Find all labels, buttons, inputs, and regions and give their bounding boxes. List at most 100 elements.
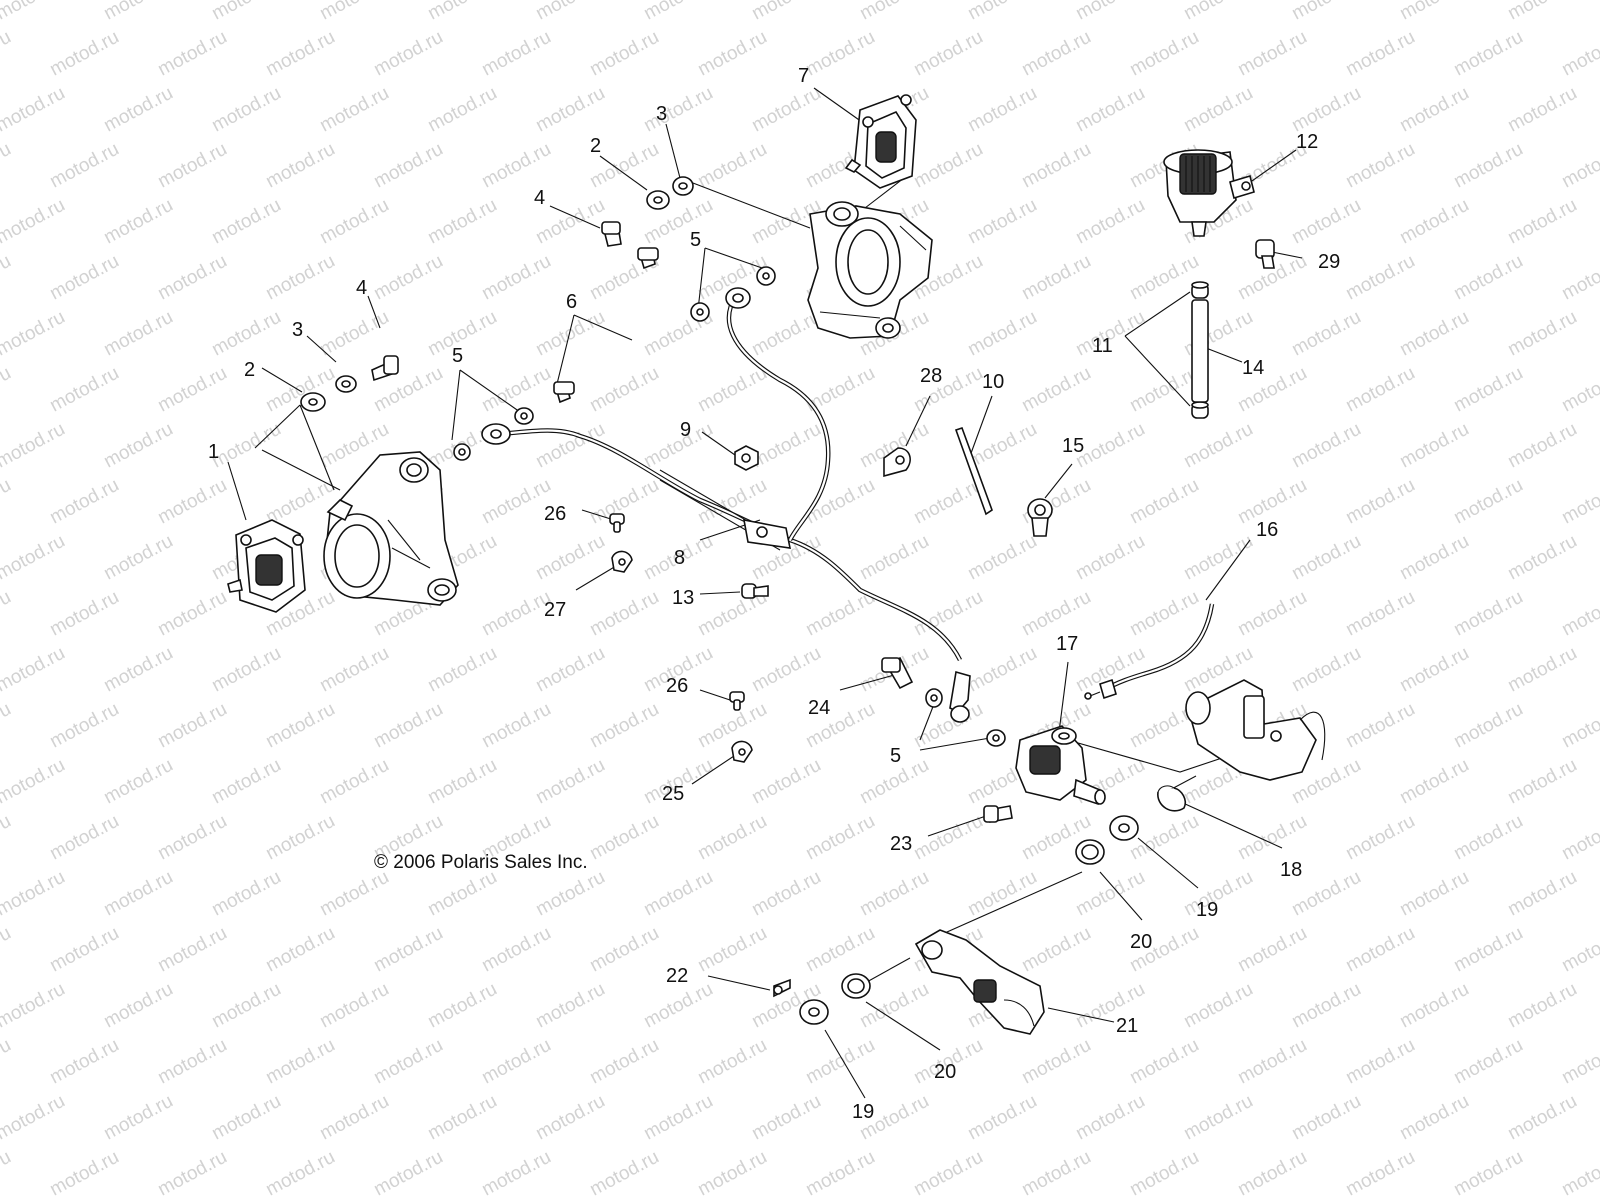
watermark-text: motod.ru: [1126, 811, 1202, 865]
watermark-text: motod.ru: [0, 139, 15, 193]
watermark-text: motod.ru: [1072, 531, 1148, 585]
callout-26a: 26: [544, 503, 566, 525]
watermark-text: motod.ru: [1072, 83, 1148, 137]
watermark-text: motod.ru: [0, 587, 15, 641]
watermark-text: motod.ru: [1018, 923, 1094, 977]
watermark-text: motod.ru: [0, 195, 69, 249]
watermark-text: motod.ru: [1450, 811, 1526, 865]
watermark-text: motod.ru: [1288, 643, 1364, 697]
watermark-text: motod.ru: [1396, 531, 1472, 585]
watermark-text: motod.ru: [478, 363, 554, 417]
watermark-text: motod.ru: [1450, 587, 1526, 641]
watermark-text: motod.ru: [154, 251, 230, 305]
watermark-text: motod.ru: [1342, 251, 1418, 305]
watermark-text: motod.ru: [370, 699, 446, 753]
watermark-text: motod.ru: [0, 1091, 69, 1145]
watermark-text: motod.ru: [694, 1147, 770, 1200]
watermark-text: motod.ru: [1126, 251, 1202, 305]
watermark-text: motod.ru: [0, 531, 69, 585]
callout-15: 15: [1062, 435, 1084, 457]
watermark-text: motod.ru: [640, 419, 716, 473]
watermark-text: motod.ru: [586, 923, 662, 977]
watermark-text: motod.ru: [640, 1091, 716, 1145]
watermark-text: motod.ru: [1018, 363, 1094, 417]
callout-13: 13: [672, 587, 694, 609]
top-washer-2: [646, 190, 670, 210]
watermark-text: motod.ru: [1342, 475, 1418, 529]
watermark-text: motod.ru: [1558, 811, 1600, 865]
watermark-text: motod.ru: [154, 139, 230, 193]
watermark-text: motod.ru: [1288, 195, 1364, 249]
watermark-text: motod.ru: [208, 419, 284, 473]
watermark-text: motod.ru: [532, 867, 608, 921]
watermark-text: motod.ru: [424, 755, 500, 809]
watermark-text: motod.ru: [532, 755, 608, 809]
callout-2b: 2: [590, 135, 601, 157]
watermark-text: motod.ru: [1558, 363, 1600, 417]
watermark-text: motod.ru: [802, 1035, 878, 1089]
watermark-text: motod.ru: [1018, 1035, 1094, 1089]
watermark-text: motod.ru: [694, 139, 770, 193]
watermark-text: motod.ru: [1288, 419, 1364, 473]
callout-7: 7: [798, 65, 809, 87]
watermark-text: motod.ru: [424, 0, 500, 24]
watermark-text: motod.ru: [1288, 1091, 1364, 1145]
watermark-text: motod.ru: [586, 811, 662, 865]
watermark-text: motod.ru: [0, 307, 69, 361]
brake-reservoir-12: [1163, 149, 1255, 237]
watermark-text: motod.ru: [694, 923, 770, 977]
watermark-text: motod.ru: [1504, 867, 1580, 921]
watermark-text: motod.ru: [802, 1147, 878, 1200]
callout-17: 17: [1056, 633, 1078, 655]
callout-2a: 2: [244, 359, 255, 381]
watermark-text: motod.ru: [1450, 1147, 1526, 1200]
watermark-text: motod.ru: [1234, 1147, 1310, 1200]
watermark-text: motod.ru: [0, 755, 69, 809]
watermark-text: motod.ru: [1342, 699, 1418, 753]
watermark-text: motod.ru: [1126, 475, 1202, 529]
watermark-text: motod.ru: [532, 1091, 608, 1145]
watermark-text: motod.ru: [208, 1091, 284, 1145]
watermark-text: motod.ru: [262, 363, 338, 417]
watermark-text: motod.ru: [856, 867, 932, 921]
screw-13: [741, 583, 769, 599]
watermark-text: motod.ru: [694, 699, 770, 753]
watermark-text: motod.ru: [0, 363, 15, 417]
watermark-text: motod.ru: [910, 27, 986, 81]
watermark-text: motod.ru: [100, 419, 176, 473]
watermark-text: motod.ru: [1342, 139, 1418, 193]
callout-19a: 19: [1196, 899, 1218, 921]
watermark-text: motod.ru: [208, 307, 284, 361]
watermark-text: motod.ru: [910, 811, 986, 865]
watermark-text: motod.ru: [1450, 139, 1526, 193]
watermark-text: motod.ru: [586, 699, 662, 753]
watermark-text: motod.ru: [370, 923, 446, 977]
watermark-text: motod.ru: [1180, 531, 1256, 585]
copyright-notice: © 2006 Polaris Sales Inc.: [374, 852, 588, 873]
watermark-text: motod.ru: [208, 0, 284, 24]
watermark-text: motod.ru: [478, 1147, 554, 1200]
watermark-text: motod.ru: [694, 811, 770, 865]
bolt-24: [881, 656, 914, 690]
watermark-text: motod.ru: [46, 1035, 122, 1089]
cap-11-group: [1191, 281, 1209, 419]
watermark-text: motod.ru: [1558, 699, 1600, 753]
left-brake-caliper-part: [227, 519, 306, 613]
watermark-text: motod.ru: [424, 867, 500, 921]
callout-26b: 26: [666, 675, 688, 697]
watermark-text: motod.ru: [1288, 531, 1364, 585]
watermark-text: motod.ru: [856, 531, 932, 585]
watermark-text: motod.ru: [910, 139, 986, 193]
watermark-text: motod.ru: [964, 307, 1040, 361]
watermark-text: motod.ru: [154, 811, 230, 865]
watermark-text: motod.ru: [316, 195, 392, 249]
top-bolt-4: [601, 221, 622, 247]
watermark-text: motod.ru: [640, 0, 716, 24]
watermark-text: motod.ru: [1558, 27, 1600, 81]
watermark-text: motod.ru: [964, 1091, 1040, 1145]
watermark-text: motod.ru: [478, 251, 554, 305]
watermark-text: motod.ru: [1504, 1091, 1580, 1145]
watermark-text: motod.ru: [532, 419, 608, 473]
watermark-text: motod.ru: [1180, 979, 1256, 1033]
